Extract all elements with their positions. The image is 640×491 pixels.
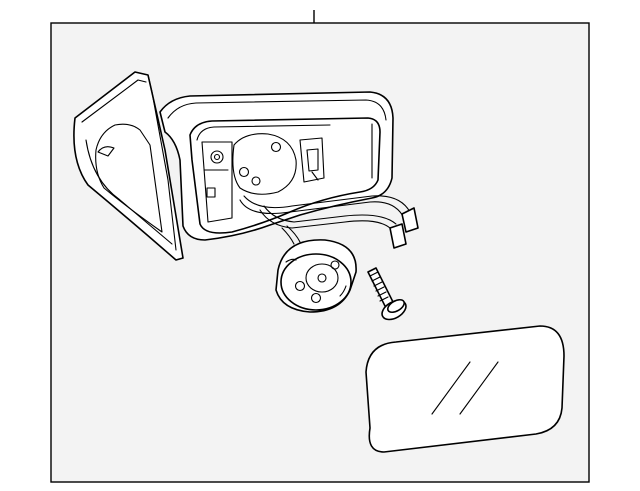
mirror-housing-shell — [159, 91, 394, 241]
mirror-housing-assembly — [73, 71, 419, 261]
mirror-glass — [365, 325, 565, 453]
mounting-base — [73, 71, 184, 261]
actuator-motor — [275, 239, 357, 313]
glass-reflection-line — [459, 361, 499, 415]
wire-harness — [239, 195, 419, 249]
glass-reflection-line — [431, 361, 471, 415]
mounting-screw — [367, 267, 407, 321]
